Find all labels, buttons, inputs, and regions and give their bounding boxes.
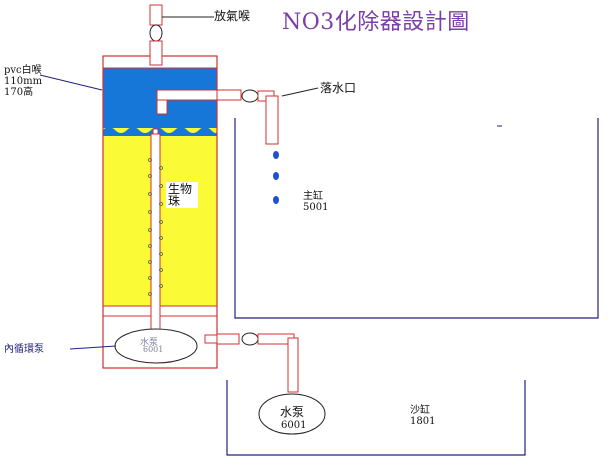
sump-tank-outline: [226, 380, 526, 456]
bio-label-backdrop: [166, 182, 198, 208]
water-pump-model: 6001: [281, 420, 307, 431]
diagram-title: NO3化除器設計圖: [282, 10, 470, 35]
water-drop: [273, 196, 279, 204]
internal-pump-leader: [69, 345, 117, 350]
pipe-height-label: 170高: [4, 87, 34, 98]
water-pump-name: 水泵: [280, 405, 305, 419]
inner-pump-name: 水泵: [140, 338, 159, 348]
outlet-pipe-exit: [216, 89, 242, 101]
vent-valve: [149, 24, 163, 42]
sump-pipe-valve: [241, 332, 259, 346]
sump-model: 1801: [410, 416, 436, 427]
riser-tube: [150, 133, 161, 331]
bio-balls-label-1: 生物: [168, 182, 193, 196]
main-tank-model: 5001: [303, 202, 329, 213]
vent-pipe-top: [149, 4, 163, 26]
pipe-diameter-label: 110mm: [4, 76, 43, 87]
riser-holes: [148, 158, 163, 296]
internal-pump-label: 內循環泵: [4, 344, 44, 355]
sump-pipe-out: [204, 334, 218, 344]
water-drop: [273, 151, 279, 159]
vent-label: 放氣喉: [214, 9, 251, 23]
sump-pipe-horizontal: [216, 333, 240, 345]
inner-pump-model: 6001: [143, 345, 164, 354]
outlet-pipe-drop: [265, 95, 279, 145]
sump-pipe-drop: [287, 337, 299, 393]
main-tank-name: 主缸: [303, 191, 323, 202]
riser-tube-cap: [152, 128, 159, 135]
pvc-pipe-label: pvc白喉: [4, 65, 42, 76]
main-tank-outline: [234, 118, 599, 319]
pvc-label-leader: [39, 74, 103, 91]
outlet-valve: [241, 89, 259, 103]
vent-pipe-bottom: [149, 40, 163, 66]
outlet-label: 落水口: [320, 81, 357, 95]
reactor-water-surface: [103, 127, 217, 136]
water-drop: [273, 172, 279, 180]
outlet-pipe-horizontal: [156, 89, 218, 101]
outlet-label-leader: [281, 87, 319, 97]
bio-balls-label-2: 珠: [168, 194, 181, 208]
sump-name: 沙缸: [410, 405, 430, 416]
water-pump-body: [258, 393, 326, 435]
